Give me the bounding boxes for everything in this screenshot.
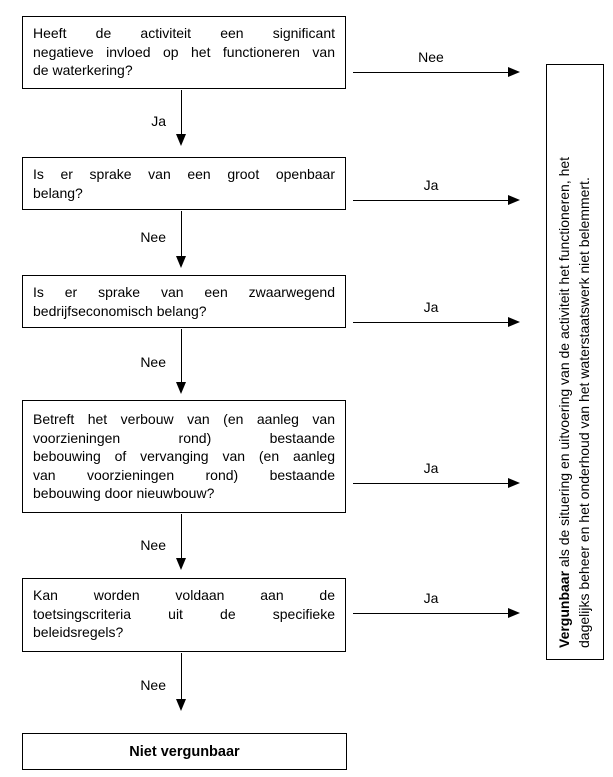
outcome-positive-line-2: dagelijks beheer en het onderhoud van he… [576,177,592,648]
question-text-line: bedrijfseconomisch belang? [33,302,207,319]
arrow-right-3-label: Ja [423,299,439,315]
question-text-line: Betreft het verbouw van (en aanleg van [33,411,335,427]
arrow-down-1-label: Ja [151,113,166,129]
arrow-right-1-head [508,66,520,77]
question-text-line: bebouwing door nieuwbouw? [33,485,215,501]
arrow-right-2-head [508,194,520,205]
arrow-right-2-stem [353,199,509,201]
arrow-down-1-stem [180,90,182,134]
question-text-line: bebouwing of vervanging van (en aanleg [33,448,335,464]
question-box-3: Is er sprake van een zwaarwegend bedrijfs… [22,275,346,328]
arrow-down-2-stem [180,211,182,256]
arrow-down-1-head [176,134,186,146]
question-text-line: voorzieningen rond) bestaande [33,429,335,446]
arrow-down-5-label: Nee [140,677,166,693]
arrow-right-4-stem [353,482,509,484]
outcome-positive-line-1-rest: als de situering en uitvoering van de ac… [556,156,572,571]
question-box-2: Is er sprake van een groot openbaar belan… [22,157,346,210]
outcome-negative-label: Niet vergunbaar [129,743,240,760]
arrow-down-2-head [176,256,186,268]
arrow-right-4-head [508,477,520,488]
arrow-right-3-stem [353,321,509,323]
arrow-right-3-head [508,316,520,327]
outcome-positive-bold: Vergunbaar [556,570,572,648]
question-text-line: van voorzieningen rond) bestaande [33,466,335,483]
arrow-right-5-head [508,607,520,618]
question-text-line: de waterkering? [33,62,133,78]
question-box-5: Kan worden voldaan aan de toetsingscriter… [22,578,346,652]
question-text-line: negatieve invloed op het functioneren va… [33,43,335,60]
arrow-down-4-head [176,558,186,570]
arrow-right-2-label: Ja [423,177,439,193]
question-text-line: belang? [33,184,83,201]
arrow-right-5-label: Ja [423,590,439,606]
arrow-down-5-stem [180,653,182,699]
outcome-box-vergunbaar: Vergunbaar als de situering en uitvoerin… [546,64,604,660]
arrow-down-4-label: Nee [140,537,166,553]
question-text-line: Kan worden voldaan aan de [33,587,335,603]
outcome-positive-line-1: Vergunbaar als de situering en uitvoerin… [554,69,574,648]
outcome-positive-text: Vergunbaar als de situering en uitvoerin… [547,65,602,658]
arrow-right-4-label: Ja [423,460,439,476]
arrow-down-5-head [176,699,186,711]
outcome-box-niet-vergunbaar: Niet vergunbaar [22,733,347,770]
arrow-right-1-label: Nee [418,49,444,65]
question-text-line: Heeft de activiteit een significant [33,25,335,41]
question-box-4: Betreft het verbouw van (en aanleg van vo… [22,400,346,513]
question-text-line: Is er sprake van een zwaarwegend [33,284,335,300]
arrow-down-3-label: Nee [140,354,166,370]
arrow-down-3-head [176,382,186,394]
arrow-down-4-stem [180,514,182,558]
question-box-1: Heeft de activiteit een significant negat… [22,16,346,89]
arrow-right-5-stem [353,612,509,614]
question-text-line: beleidsregels? [33,624,124,640]
question-text-line: toetsingscriteria uit de specifieke [33,605,335,622]
arrow-right-1-stem [353,71,509,73]
arrow-down-2-label: Nee [140,229,166,245]
question-text-line: Is er sprake van een groot openbaar [33,166,335,182]
arrow-down-3-stem [180,329,182,382]
